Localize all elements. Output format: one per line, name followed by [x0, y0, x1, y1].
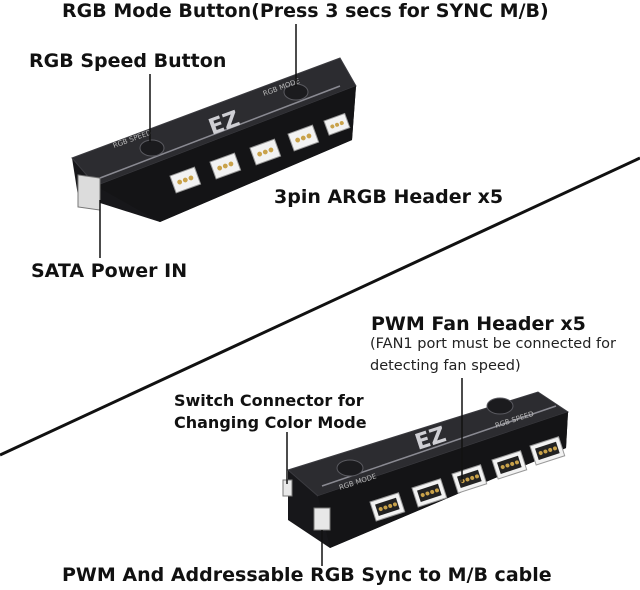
- label-pwm-fan-header: PWM Fan Header x5: [371, 313, 586, 335]
- label-argb-header: 3pin ARGB Header x5: [274, 186, 504, 208]
- hub-bottom-speed-button[interactable]: [486, 397, 514, 415]
- label-switch-connector-line2: Changing Color Mode: [174, 413, 367, 432]
- hub-top-sata-port: [77, 174, 101, 211]
- label-pwm-fan-note-line2: detecting fan speed): [370, 358, 521, 374]
- hub-bottom-pwm-connectors: [369, 436, 566, 522]
- hub-top-speed-button[interactable]: [139, 139, 165, 157]
- hub-bottom-mode-button[interactable]: [336, 459, 364, 477]
- hub-bottom: EZ RGB MODE RGB SPEED: [282, 391, 570, 548]
- label-pwm-sync-cable: PWM And Addressable RGB Sync to M/B cabl…: [62, 564, 552, 586]
- divider-line: [0, 156, 640, 457]
- label-sata-power: SATA Power IN: [31, 260, 188, 282]
- label-rgb-speed-button: RGB Speed Button: [29, 50, 227, 72]
- hub-top-argb-connectors: [169, 112, 351, 194]
- label-rgb-mode-button: RGB Mode Button(Press 3 secs for SYNC M/…: [62, 0, 549, 22]
- label-switch-connector-line1: Switch Connector for: [174, 391, 364, 410]
- hub-top: EZ RGB SPEED RGB MODE: [71, 57, 357, 222]
- label-pwm-fan-note-line1: (FAN1 port must be connected for: [370, 336, 616, 352]
- hub-bottom-sync-port: [313, 507, 331, 531]
